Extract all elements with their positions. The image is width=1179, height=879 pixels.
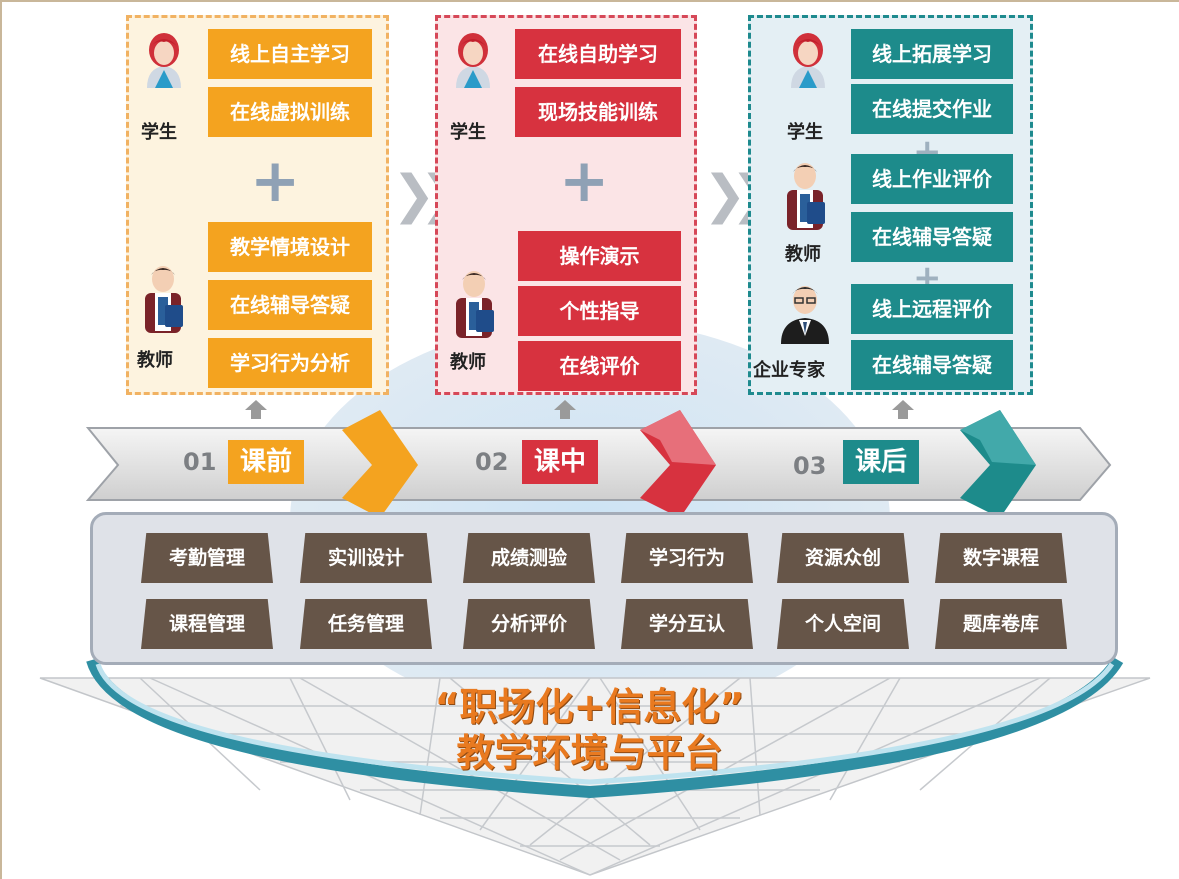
phase-label-3: 课后 xyxy=(843,440,920,484)
platform-module: 个人空间 xyxy=(777,599,909,649)
platform-module: 资源众创 xyxy=(777,533,909,583)
role-student: 学生 xyxy=(141,122,177,143)
phase-number-1: 01 xyxy=(183,448,217,476)
role-student: 学生 xyxy=(450,122,486,143)
platform-module: 分析评价 xyxy=(463,599,595,649)
up-arrow-stem xyxy=(251,410,261,419)
top-border xyxy=(0,0,1179,2)
teacher-avatar-icon xyxy=(456,271,494,338)
task-tag: 在线辅导答疑 xyxy=(851,212,1013,262)
phase-chevron-3-hi xyxy=(960,410,1036,465)
role-expert: 企业专家 xyxy=(753,360,825,381)
platform-module: 学分互认 xyxy=(621,599,753,649)
platform-module: 数字课程 xyxy=(935,533,1067,583)
task-tag: 个性指导 xyxy=(518,286,681,336)
up-arrow-stem xyxy=(560,410,570,419)
plus-icon: + xyxy=(250,146,301,216)
phase-number-2: 02 xyxy=(475,448,509,476)
task-tag: 在线评价 xyxy=(518,341,681,391)
task-tag: 教学情境设计 xyxy=(208,222,372,272)
panel-before-class: 学生 线上自主学习 在线虚拟训练 + 教师 教学情境设计 在线辅导答疑 学习行为… xyxy=(126,15,389,395)
task-tag: 线上作业评价 xyxy=(851,154,1013,204)
panel-in-class: 学生 在线自助学习 现场技能训练 + 教师 操作演示 个性指导 在线评价 xyxy=(435,15,697,395)
platform-module: 实训设计 xyxy=(300,533,432,583)
platform-module: 任务管理 xyxy=(300,599,432,649)
student-avatar-icon xyxy=(147,33,181,88)
expert-avatar-icon xyxy=(781,286,829,344)
task-tag: 在线自助学习 xyxy=(515,29,681,79)
up-arrow-icon xyxy=(245,400,267,410)
task-tag: 线上拓展学习 xyxy=(851,29,1013,79)
platform-module-board: 考勤管理 实训设计 成绩测验 学习行为 资源众创 数字课程 课程管理 任务管理 … xyxy=(90,512,1118,665)
task-tag: 在线提交作业 xyxy=(851,84,1013,134)
phase-chevron-2-hi xyxy=(640,410,716,465)
teacher-avatar-icon xyxy=(787,163,825,230)
phase-number-3: 03 xyxy=(793,452,827,480)
task-tag: 学习行为分析 xyxy=(208,338,372,388)
platform-module: 学习行为 xyxy=(621,533,753,583)
role-student: 学生 xyxy=(787,122,823,143)
role-teacher: 教师 xyxy=(450,352,486,373)
role-teacher: 教师 xyxy=(137,350,173,371)
up-arrow-stem xyxy=(898,410,908,419)
task-tag: 操作演示 xyxy=(518,231,681,281)
phase-chevron-1 xyxy=(342,410,418,518)
platform-module: 题库卷库 xyxy=(935,599,1067,649)
phase-label-2: 课中 xyxy=(522,440,599,484)
task-tag: 在线辅导答疑 xyxy=(208,280,372,330)
panel-after-class: 学生 线上拓展学习 在线提交作业 + 教师 线上作业评价 在线辅导答疑 + 企业… xyxy=(748,15,1033,395)
up-arrow-icon xyxy=(554,400,576,410)
ring-front xyxy=(86,656,1124,799)
task-tag: 线上远程评价 xyxy=(851,284,1013,334)
platform-module: 考勤管理 xyxy=(141,533,273,583)
up-arrow-icon xyxy=(892,400,914,410)
platform-module: 成绩测验 xyxy=(463,533,595,583)
task-tag: 线上自主学习 xyxy=(208,29,372,79)
ring-glow xyxy=(95,662,1115,785)
grid-floor-lines xyxy=(120,677,1060,876)
slogan-line-1: “职场化+信息化” xyxy=(434,685,745,729)
plus-icon: + xyxy=(559,146,610,216)
role-teacher: 教师 xyxy=(785,244,821,265)
task-tag: 现场技能训练 xyxy=(515,87,681,137)
task-tag: 在线虚拟训练 xyxy=(208,87,372,137)
slogan-line-2: 教学环境与平台 xyxy=(456,731,723,775)
platform-module: 课程管理 xyxy=(141,599,273,649)
task-tag: 在线辅导答疑 xyxy=(851,340,1013,390)
student-avatar-icon xyxy=(456,33,490,88)
teacher-avatar-icon xyxy=(145,266,183,333)
left-border xyxy=(0,0,2,879)
phase-label-1: 课前 xyxy=(228,440,305,484)
student-avatar-icon xyxy=(791,33,825,88)
